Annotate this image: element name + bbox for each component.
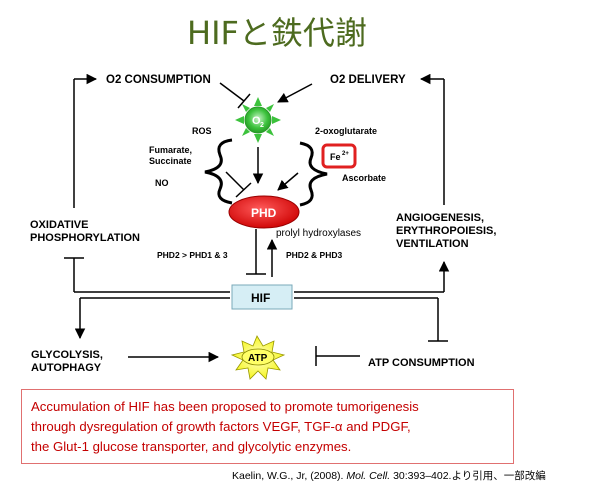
- fe-box: Fe 2+: [321, 143, 357, 169]
- no-label: NO: [155, 178, 169, 188]
- prolyl-hydroxylases-label: prolyl hydroxylases: [276, 228, 361, 239]
- citation-journal: Mol. Cell.: [346, 470, 391, 482]
- ros-label: ROS: [192, 126, 212, 136]
- phd2-right-label: PHD2 & PHD3: [286, 250, 342, 260]
- note-line-1: Accumulation of HIF has been proposed to…: [31, 399, 419, 414]
- citation-rest: 30:393–402.より引用、一部改編: [390, 470, 546, 482]
- atp-label: ATP: [248, 353, 268, 364]
- oxygen-subscript: 2: [260, 122, 264, 129]
- oxygen-sun-icon: O 2: [235, 97, 281, 143]
- page-title: HIFと鉄代謝: [187, 14, 367, 52]
- o2-consumption-label: O2 CONSUMPTION: [106, 74, 211, 86]
- note-line-3: the Glut-1 glucose transporter, and glyc…: [31, 439, 352, 454]
- glycolysis-label-2: AUTOPHAGY: [31, 362, 102, 374]
- fe-charge: 2+: [342, 151, 349, 157]
- oxidative-label-1: OXIDATIVE: [30, 219, 88, 231]
- succinate-label: Succinate: [149, 156, 192, 166]
- o2-delivery-label: O2 DELIVERY: [330, 74, 406, 86]
- ascorbate-label: Ascorbate: [342, 173, 386, 183]
- pathway-connectors: [64, 73, 450, 366]
- right-brace: [299, 141, 328, 207]
- oxygen-label: O: [252, 115, 261, 127]
- atp-consumption-label: ATP CONSUMPTION: [368, 357, 475, 369]
- oxidative-label-2: PHOSPHORYLATION: [30, 232, 140, 244]
- phd-label: PHD: [251, 206, 277, 220]
- hif-label: HIF: [251, 291, 270, 305]
- angiogenesis-label-3: VENTILATION: [396, 238, 469, 250]
- fumarate-label: Fumarate,: [149, 145, 192, 155]
- fe-label: Fe: [330, 152, 341, 162]
- glycolysis-label-1: GLYCOLYSIS,: [31, 349, 103, 361]
- tumorigenesis-note: Accumulation of HIF has been proposed to…: [21, 389, 514, 464]
- angiogenesis-label-2: ERYTHROPOIESIS,: [396, 225, 496, 237]
- atp-star-icon: ATP: [230, 335, 286, 380]
- citation: Kaelin, W.G., Jr, (2008). Mol. Cell. 30:…: [232, 468, 546, 483]
- citation-authors: Kaelin, W.G., Jr, (2008).: [232, 470, 347, 482]
- oxoglutarate-label: 2-oxoglutarate: [315, 126, 377, 136]
- left-brace: [204, 138, 233, 205]
- note-line-2: through dysregulation of growth factors …: [31, 419, 411, 434]
- phd-node: PHD: [228, 195, 300, 229]
- angiogenesis-label-1: ANGIOGENESIS,: [396, 212, 484, 224]
- hif-node: HIF: [231, 284, 293, 310]
- phd2-left-label: PHD2 > PHD1 & 3: [157, 250, 228, 260]
